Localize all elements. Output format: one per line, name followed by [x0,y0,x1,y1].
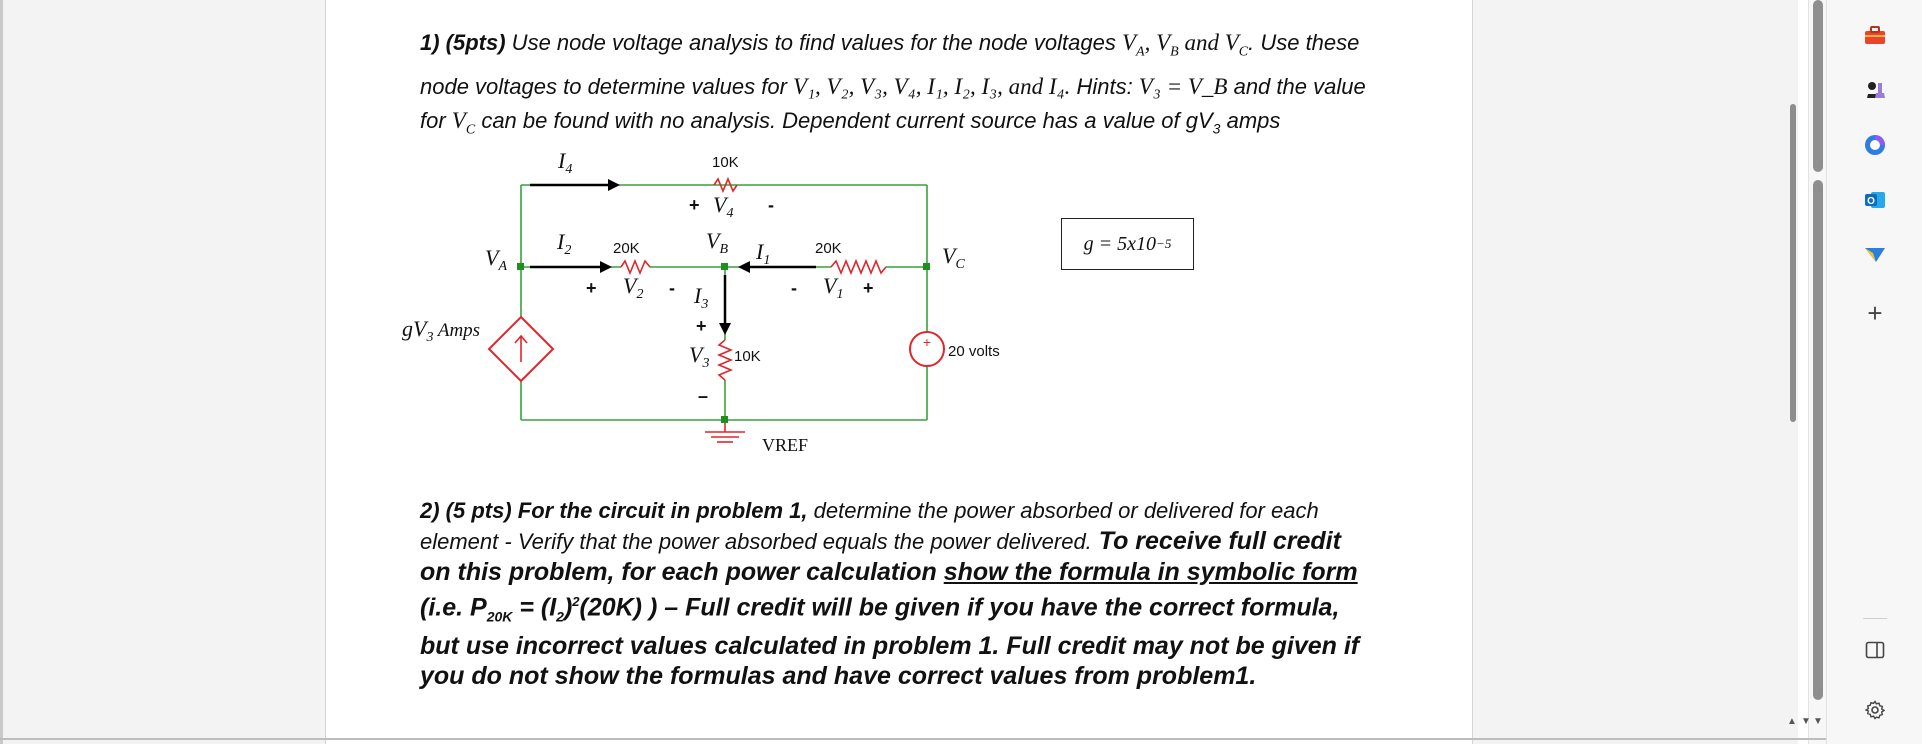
label-r-top: 10K [712,154,739,171]
viewer-scrollbar-thumb[interactable] [1790,104,1796,422]
var-vc: VC [1224,30,1249,60]
v2-minus: - [669,278,675,298]
svg-text:O: O [1867,196,1875,207]
problem-2-text: 2) (5 pts) For the circuit in problem 1,… [420,496,1420,691]
node-vc [923,263,930,270]
circuit-diagram: + I4 10K + V4 - VA I2 20K + V2 - VB I1 2… [402,148,1000,455]
viewer-scrollbar[interactable] [1788,0,1798,744]
label-v3: V3 [689,342,709,371]
label-v4: V4 [713,192,733,221]
label-i2: I2 [556,229,571,258]
problem-1-line-3: for VC can be found with no analysis. De… [420,107,1281,138]
g-value-box: g = 5x10−5 [1061,218,1194,270]
send-icon[interactable] [1857,237,1893,273]
underlined-instruction: show the formula in symbolic form [943,558,1358,586]
viewer-right-gutter [1473,0,1798,744]
label-vsrc: 20 volts [948,343,1000,360]
ground-symbol [705,420,745,443]
label-v1: V1 [823,273,843,302]
scroll-down-arrow-icon-2[interactable]: ▼ [1813,716,1823,727]
page-scrollbar-thumb[interactable] [1813,180,1823,700]
copilot-icon[interactable] [1857,127,1893,163]
problem-2-line-6: you do not show the formulas and have co… [420,662,1257,691]
var-vb: VB [1156,30,1179,60]
label-i4: I4 [557,148,572,177]
v4-minus: - [768,195,774,215]
toolbox-icon[interactable] [1857,17,1893,53]
viewer-left-gutter [0,0,325,744]
v3-plus: + [696,316,707,336]
add-icon[interactable]: + [1867,297,1883,328]
resistor-mid-10k [716,339,734,381]
var-vc-2: VC [451,107,476,138]
outlook-icon[interactable]: O [1857,182,1893,218]
label-i3: I3 [693,283,708,312]
label-vref: VREF [762,435,808,455]
var-va: VA [1121,30,1145,60]
variable-list: V₁, V₂, V₃, V₄, I₁, I₂, I₃, and I₄. [793,73,1071,99]
v1-minus: - [791,278,797,298]
page-scrollbar-thumb-top[interactable] [1813,0,1823,172]
resistor-left-20k [620,258,651,276]
problem-1-text: 1) (5pts) Use node voltage analysis to f… [420,26,1420,147]
label-r-right: 20K [815,240,842,257]
scroll-up-arrow-icon[interactable]: ▲ [1787,716,1797,727]
label-r-mid: 10K [734,348,761,365]
v4-plus: + [689,195,700,215]
problem-2-line-5: but use incorrect values calculated in p… [420,632,1360,661]
label-vc: VC [942,243,965,272]
settings-icon[interactable] [1857,692,1893,728]
problem-2-line-1: 2) (5 pts) For the circuit in problem 1,… [420,498,1319,523]
resistor-top-10k [713,176,738,194]
svg-text:+: + [923,334,931,350]
chess-icon[interactable] [1857,72,1893,108]
problem-1-line-2: node voltages to determine values for V₁… [420,73,1366,99]
node-vb [721,263,728,270]
problem-2-line-4: (i.e. P20K = (I2)2(20K) ) – Full credit … [420,593,1340,625]
dependent-current-source [487,315,555,383]
v2-plus: + [586,278,597,298]
voltage-source-20v: + [909,331,945,367]
split-screen-icon[interactable] [1857,632,1893,668]
node-va [517,263,524,270]
resistor-right-20k [830,258,887,276]
label-i1: I1 [755,239,770,268]
label-dep-source: gV3 Amps [402,316,480,345]
problem-2-line-3: on this problem, for each power calculat… [420,558,1358,586]
v1-plus: + [863,278,874,298]
label-r-left: 20K [613,240,640,257]
label-vb: VB [706,228,728,257]
problem-2-line-2: element - Verify that the power absorbed… [420,527,1341,555]
browser-sidebar: O + [1826,0,1922,744]
hint-equation: V₃ = V_B [1138,73,1228,99]
v3-minus: – [698,386,708,406]
label-va: VA [485,245,507,274]
problem-1-line-1: 1) (5pts) Use node voltage analysis to f… [420,30,1360,60]
node-ref [721,416,728,423]
label-v2: V2 [623,273,643,302]
sidebar-divider [1863,618,1887,619]
problem-1-number: 1) (5pts) [420,30,506,55]
bottom-border [0,738,1826,740]
page-scrollbar[interactable]: ▲ ▼ ▼ [1787,0,1827,744]
scroll-down-arrow-icon[interactable]: ▼ [1801,716,1811,727]
